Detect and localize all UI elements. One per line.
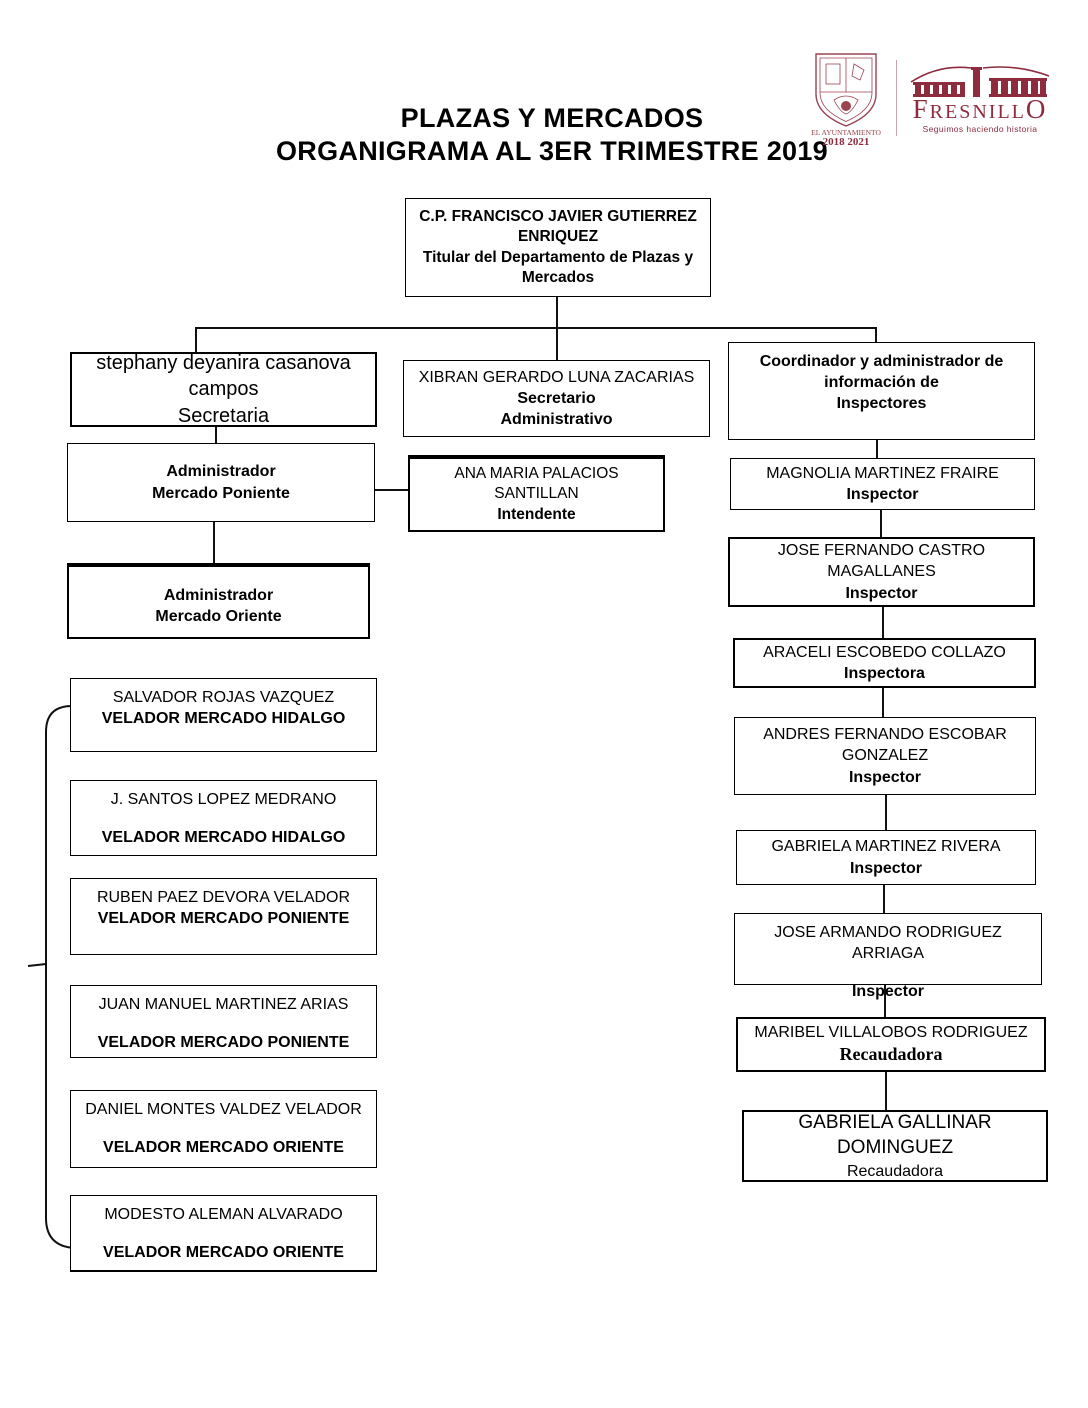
person-role: VELADOR MERCADO PONIENTE [97,1034,350,1052]
connector-inspector5-6 [884,985,886,1018]
person-name: C.P. FRANCISCO JAVIER GUTIERREZ ENRIQUEZ [419,207,697,246]
connector-root-drop [556,297,558,328]
person-name: JUAN MANUEL MARTINEZ ARIAS [98,996,349,1013]
connector-inspector0-1 [880,510,882,538]
connector-secretaria-adminpon [215,427,217,444]
org-box-inspector-gabriela-martinez: GABRIELA MARTINEZ RIVERA Inspector [736,830,1036,885]
page-title-line2: ORGANIGRAMA AL 3ER TRIMESTRE 2019 [276,135,828,166]
svg-text:2018 2021: 2018 2021 [823,136,870,148]
org-box-coordinador: Coordinador y administrador de informaci… [728,342,1035,440]
org-box-velador-juan: JUAN MANUEL MARTINEZ ARIAS VELADOR MERCA… [70,985,377,1058]
person-role: VELADOR MERCADO ORIENTE [103,1139,344,1157]
org-box-inspector-magnolia: MAGNOLIA MARTINEZ FRAIRE Inspector [730,458,1035,510]
org-box-velador-jsantos: J. SANTOS LOPEZ MEDRANO VELADOR MERCADO … [70,780,377,856]
org-box-inspectora-araceli: ARACELI ESCOBEDO COLLAZO Inspectora [733,638,1036,688]
brand-letter-o: O [1025,94,1048,124]
person-role: Inspectora [844,665,925,682]
person-name: DANIEL MONTES VALDEZ VELADOR [85,1101,362,1118]
connector-secretaria-drop [195,327,197,353]
org-box-recaudadora-gabriela-gallinar: GABRIELA GALLINAR DOMINGUEZ Recaudadora [742,1110,1048,1182]
ayuntamiento-crest-icon: EL AYUNTAMIENTO 2018 2021 [811,53,881,148]
connector-adminpon-intendente [375,489,408,491]
connector-inspector4-5 [883,885,885,914]
person-name: SALVADOR ROJAS VAZQUEZ [112,689,335,706]
person-name: ANA MARIA PALACIOS SANTILLAN [454,464,619,503]
page-title: PLAZAS Y MERCADOS ORGANIGRAMA AL 3ER TRI… [144,102,960,168]
org-box-velador-modesto: MODESTO ALEMAN ALVARADO VELADOR MERCADO … [70,1195,377,1272]
role-line1: Administrador [166,463,276,481]
org-box-inspector-jose-fernando: JOSE FERNANDO CASTRO MAGALLANES Inspecto… [728,537,1035,607]
person-role: Titular del Departamento de Plazas y Mer… [422,248,694,286]
person-role: Recaudadora [839,1044,943,1065]
connector-coordinador-inspector0 [876,440,878,459]
person-name: XIBRAN GERARDO LUNA ZACARIAS [418,368,695,386]
logo-divider [896,60,897,136]
person-role: Inspector [851,983,924,1001]
connector-inspector3-4 [885,795,887,831]
org-box-velador-salvador: SALVADOR ROJAS VAZQUEZ VELADOR MERCADO H… [70,678,377,752]
person-role: Intendente [497,505,576,523]
brand-tagline: Seguimos haciendo historia [922,124,1038,134]
person-name: MAGNOLIA MARTINEZ FRAIRE [766,464,999,482]
person-name: JOSE FERNANDO CASTRO MAGALLANES [777,542,986,581]
role-line2: Mercado Oriente [155,607,282,625]
person-name: ARACELI ESCOBEDO COLLAZO [763,643,1006,661]
connector-inspector2-3 [882,688,884,718]
org-box-velador-daniel: DANIEL MONTES VALDEZ VELADOR VELADOR MER… [70,1090,377,1168]
role-line1: Administrador [163,586,274,604]
svg-text:EL AYUNTAMIENTO: EL AYUNTAMIENTO [811,128,881,137]
connector-level2-spine [195,327,877,329]
connector-inspector1-2 [882,607,884,639]
person-role-line1: Secretario [517,389,596,407]
person-role-line2: Administrativo [500,411,613,429]
person-name: GABRIELA GALLINAR DOMINGUEZ [798,1112,992,1159]
brand-letters-mid: RESNILL [929,101,1026,123]
connector-adminpon-adminori [213,522,215,564]
person-role: Inspector [848,768,921,786]
person-name: stephany deyanira casanova campos [96,351,351,401]
person-role: VELADOR MERCADO HIDALGO [101,710,346,728]
org-box-titular: C.P. FRANCISCO JAVIER GUTIERREZ ENRIQUEZ… [405,198,711,297]
org-box-secretaria: stephany deyanira casanova campos Secret… [70,352,377,427]
person-name: RUBEN PAEZ DEVORA VELADOR [96,889,351,906]
person-role: VELADOR MERCADO HIDALGO [101,829,346,847]
person-role: VELADOR MERCADO ORIENTE [103,1244,344,1262]
connector-coordinador-drop [875,327,877,343]
person-role: Recaudadora [846,1162,944,1180]
person-role: Inspector [849,859,922,877]
connector-inspector6-7 [885,1072,887,1111]
person-name: J. SANTOS LOPEZ MEDRANO [110,791,337,808]
role-line1: Coordinador y administrador de [759,353,1004,370]
role-line3: Inspectores [836,395,927,413]
fresnillo-logo: EL AYUNTAMIENTO 2018 2021 FRESNILLO Se [800,48,1056,148]
person-role: Inspector [846,486,919,503]
org-box-intendente: ANA MARIA PALACIOS SANTILLAN Intendente [408,455,665,532]
org-box-administrador-poniente: Administrador Mercado Poniente [67,443,375,522]
brand-letter-f: F [912,94,930,124]
connector-secadmin-drop [556,327,558,361]
person-role: Secretaria [177,404,270,427]
org-box-secretario-administrativo: XIBRAN GERARDO LUNA ZACARIAS Secretario … [403,360,710,437]
org-box-recaudadora-maribel: MARIBEL VILLALOBOS RODRIGUEZ Recaudadora [736,1017,1046,1072]
person-name: JOSE ARMANDO RODRIGUEZ ARRIAGA [774,924,1002,963]
org-box-inspector-jose-armando: JOSE ARMANDO RODRIGUEZ ARRIAGA Inspector [734,913,1042,1000]
veladores-bracket [27,705,75,1249]
org-box-velador-ruben: RUBEN PAEZ DEVORA VELADOR VELADOR MERCAD… [70,878,377,955]
role-line2: Mercado Poniente [152,484,290,502]
person-name: GABRIELA MARTINEZ RIVERA [771,838,1001,856]
org-box-administrador-oriente: Administrador Mercado Oriente [67,563,370,639]
person-name: MODESTO ALEMAN ALVARADO [104,1206,343,1223]
page-title-line1: PLAZAS Y MERCADOS [400,103,704,133]
person-role: Inspector [845,584,918,602]
fresnillo-wordmark: FRESNILLO [913,96,1048,123]
person-role: VELADOR MERCADO PONIENTE [97,910,350,928]
org-box-inspector-andres: ANDRES FERNANDO ESCOBAR GONZALEZ Inspect… [734,717,1036,795]
person-name: MARIBEL VILLALOBOS RODRIGUEZ [754,1024,1028,1042]
role-line2: información de [824,374,939,392]
person-name: ANDRES FERNANDO ESCOBAR GONZALEZ [763,726,1007,765]
fresnillo-building-icon [910,66,1050,97]
